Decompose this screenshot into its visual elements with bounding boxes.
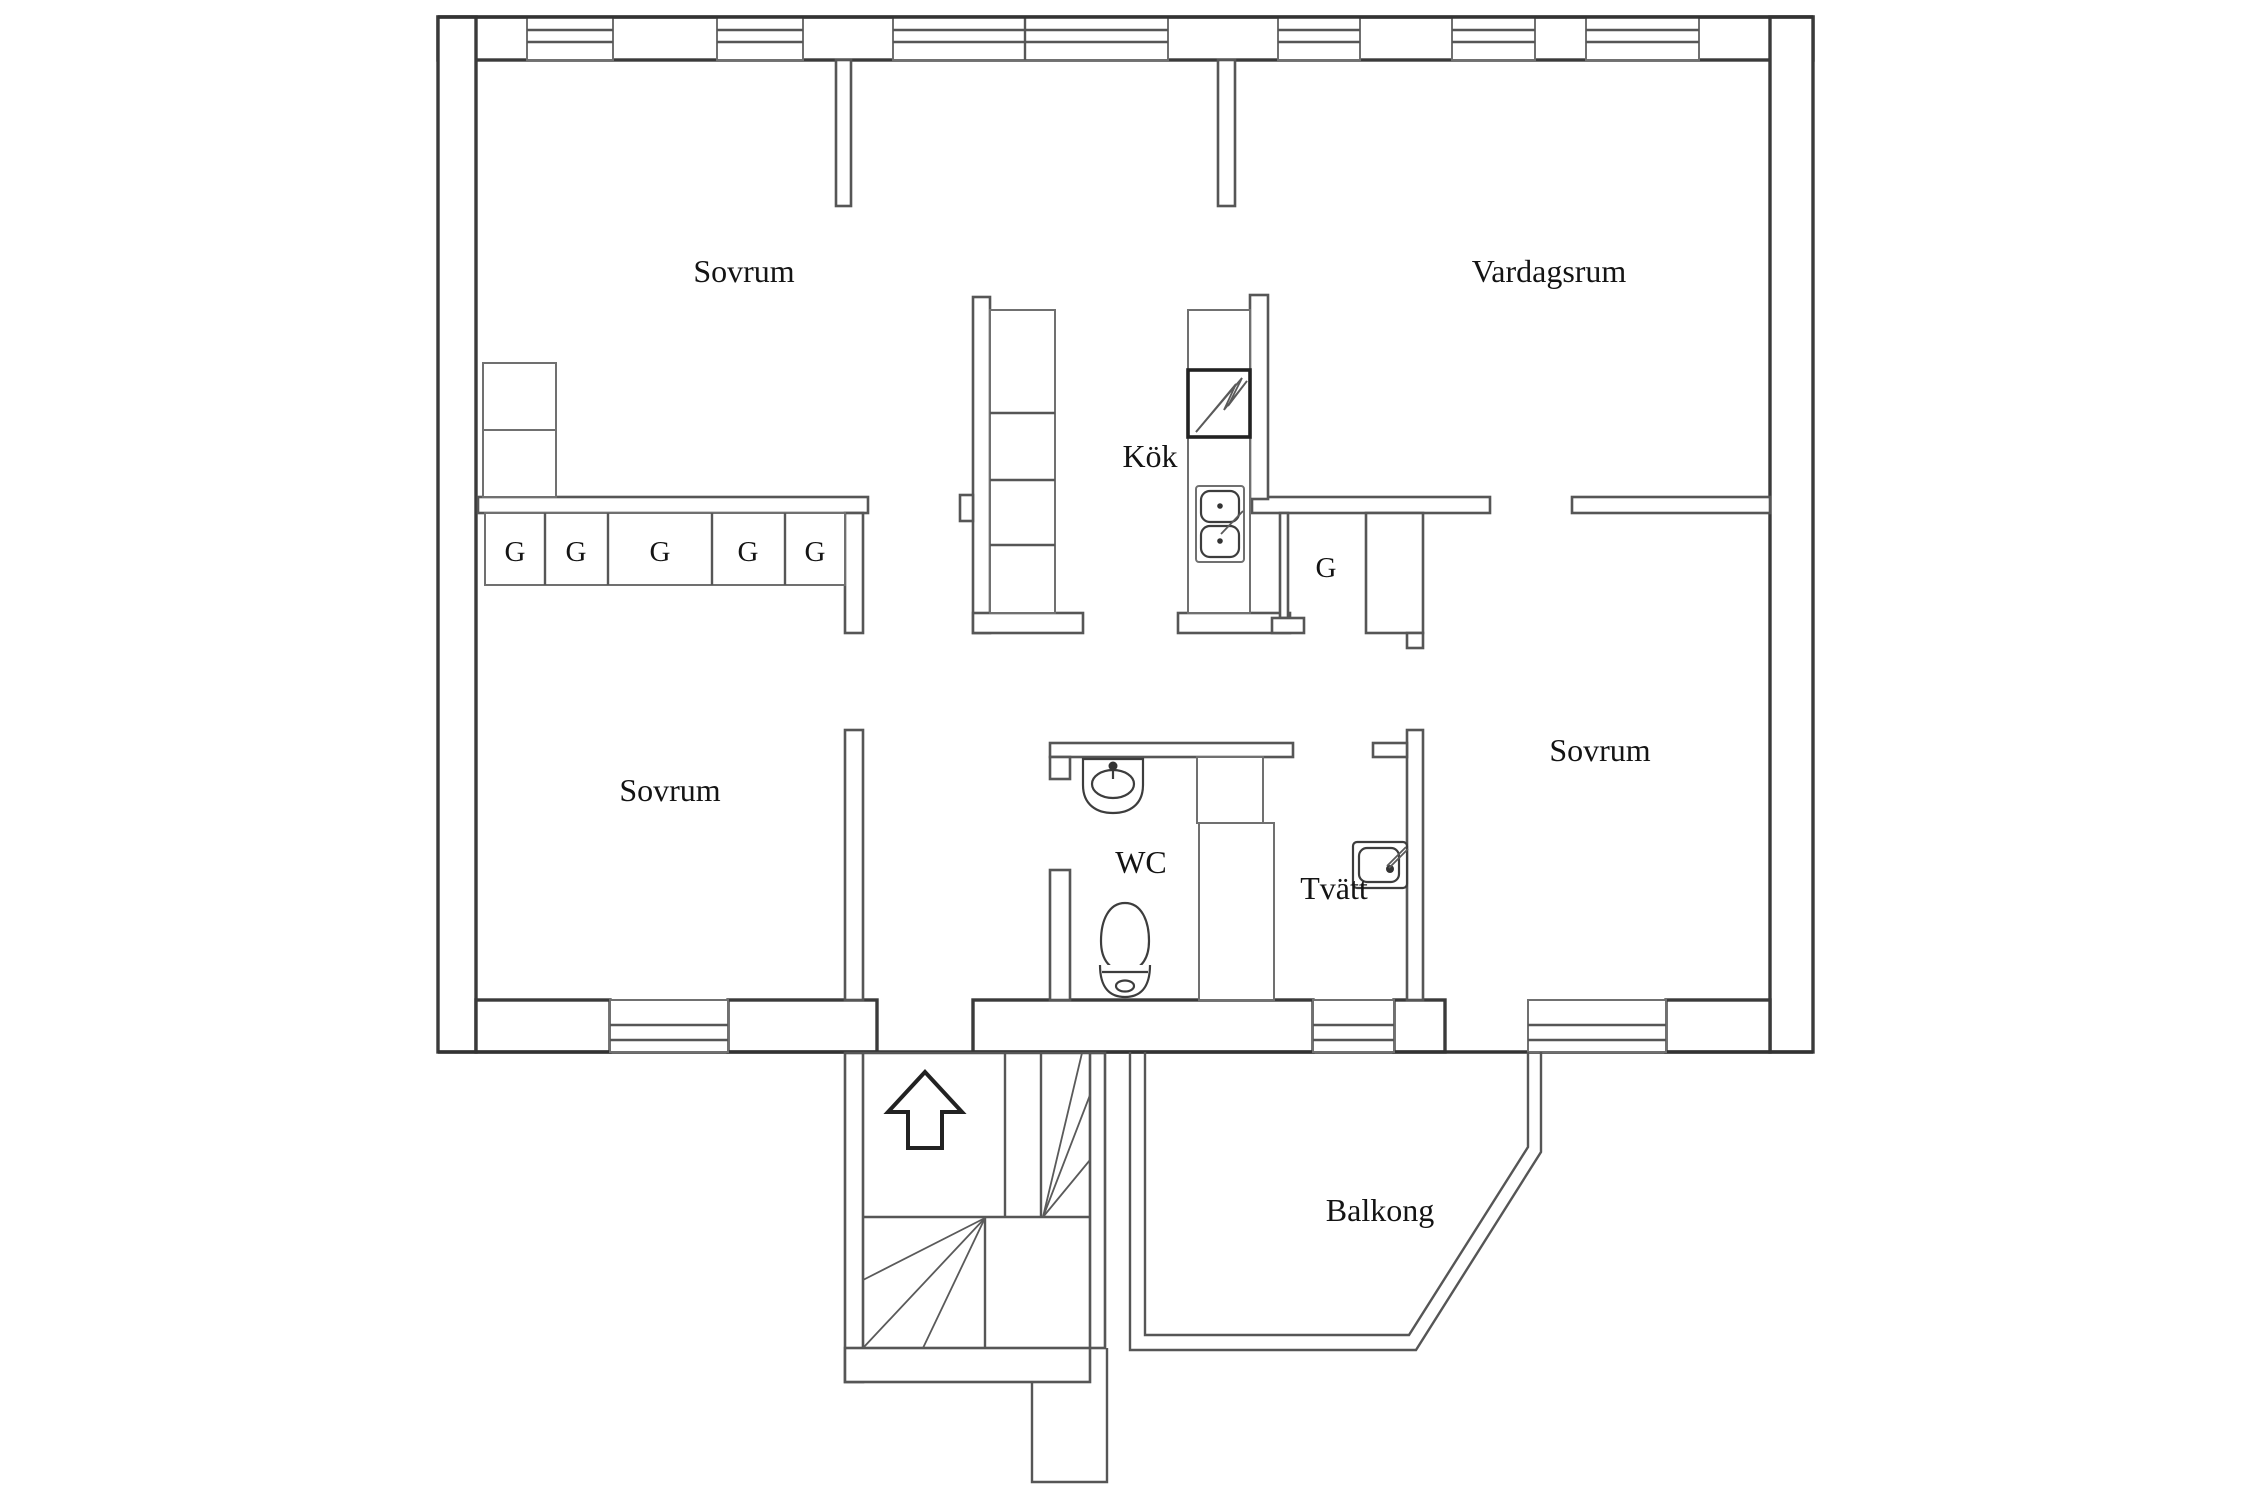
wardrobe-label: G — [738, 536, 759, 568]
windows-bottom — [609, 999, 1667, 1053]
wardrobe-label: G — [566, 536, 587, 568]
entrance-porch — [1030, 1348, 1109, 1484]
window-icon — [1585, 16, 1700, 61]
stove-icon — [1186, 368, 1252, 439]
room-label-bedroom-bottom-left: Sovrum — [619, 772, 720, 808]
cabinets — [482, 309, 1251, 614]
toilet-icon — [1098, 901, 1152, 999]
wardrobe-label: G — [650, 536, 671, 568]
up-arrow-icon — [883, 1069, 967, 1150]
fixtures — [1081, 368, 1409, 999]
window-icon — [526, 16, 614, 61]
wardrobe-label: G — [505, 536, 526, 568]
stair-treads — [862, 1052, 1091, 1349]
room-label-wc: WC — [1115, 844, 1167, 880]
windows-top — [438, 15, 1813, 61]
washbasin-icon — [1081, 757, 1145, 815]
room-label-kitchen: Kök — [1122, 438, 1177, 474]
balcony-railing — [1128, 1052, 1543, 1352]
window-icon — [1451, 16, 1536, 61]
window-icon — [609, 999, 729, 1053]
room-label-hall-closet: G — [1316, 552, 1337, 584]
wardrobe-label: G — [805, 536, 826, 568]
room-label-laundry: Tvätt — [1300, 870, 1368, 906]
kitchen-sink-icon — [1195, 485, 1245, 563]
stairwell — [843, 1051, 1109, 1484]
room-label-bedroom-top-left: Sovrum — [693, 253, 794, 289]
interior-walls — [476, 58, 1772, 1002]
window-icon — [1277, 16, 1361, 61]
labels: Sovrum Vardagsrum Kök Sovrum Sovrum WC T… — [505, 253, 1651, 1228]
window-icon — [892, 16, 1169, 61]
window-icon — [1312, 999, 1395, 1053]
room-label-living-room: Vardagsrum — [1472, 253, 1627, 289]
laundry-sink-icon — [1351, 840, 1409, 890]
window-icon — [716, 16, 804, 61]
room-label-balcony: Balkong — [1326, 1192, 1434, 1228]
window-icon — [1527, 999, 1667, 1053]
room-label-bedroom-right: Sovrum — [1549, 732, 1650, 768]
wardrobe-row — [484, 512, 846, 586]
